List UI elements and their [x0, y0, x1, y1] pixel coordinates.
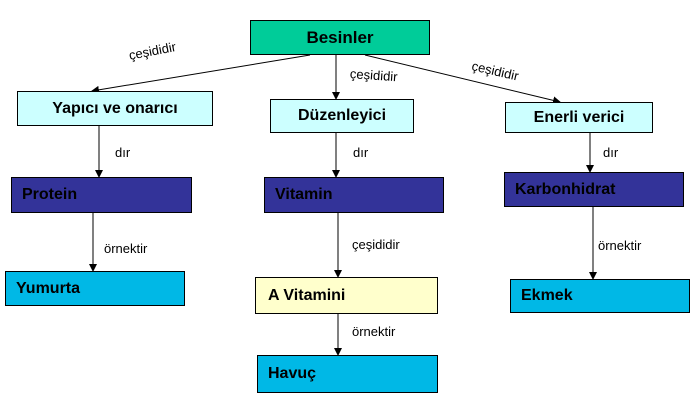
edge-besinler-enerji — [364, 54, 561, 105]
edge-label-enerji-karbonhidrat: dır — [603, 145, 619, 160]
edge-besinler-yapici — [91, 54, 311, 94]
edge-label-karbonhidrat-ekmek: örnektir — [598, 238, 642, 253]
edge-label-vitamin-avitamini: çeşididir — [352, 237, 400, 252]
node-protein: Protein — [11, 177, 192, 213]
node-vitamin: Vitamin — [264, 177, 444, 213]
node-besinler: Besinler — [250, 20, 430, 55]
node-a-vitamini: A Vitamini — [255, 277, 438, 314]
node-yumurta: Yumurta — [5, 271, 185, 306]
edge-label-duzenleyici-vitamin: dır — [353, 145, 369, 160]
node-duzenleyici: Düzenleyici — [270, 99, 414, 133]
node-karbonhidrat: Karbonhidrat — [504, 172, 684, 207]
node-havuc: Havuç — [257, 355, 438, 393]
node-ekmek: Ekmek — [510, 279, 690, 313]
node-yapici-ve-onarici: Yapıcı ve onarıcı — [17, 91, 213, 126]
edge-label-avitamini-havuc: örnektir — [352, 324, 396, 339]
node-enerji-verici: Enerli verici — [505, 102, 653, 133]
edge-label-protein-yumurta: örnektir — [104, 241, 148, 256]
edge-label-yapici-protein: dır — [115, 145, 131, 160]
